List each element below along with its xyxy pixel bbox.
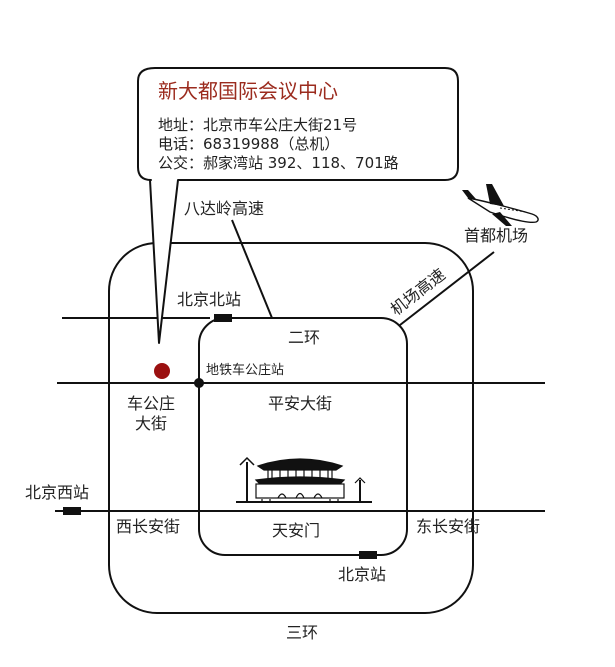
label-pinganli-street: 平安大街 bbox=[268, 394, 332, 413]
label-west-changan-street: 西长安街 bbox=[116, 517, 180, 536]
label-east-changan-street: 东长安街 bbox=[416, 517, 480, 536]
callout-bus: 公交：郝家湾站 392、118、701路 bbox=[158, 154, 399, 172]
label-capital-airport: 首都机场 bbox=[464, 226, 528, 245]
airplane-icon bbox=[462, 184, 539, 226]
label-beijing-station: 北京站 bbox=[338, 565, 386, 584]
airport-expressway-road bbox=[399, 251, 495, 326]
label-third-ring: 三环 bbox=[286, 623, 318, 642]
callout-bubble bbox=[137, 67, 459, 344]
subway-station-dot bbox=[194, 378, 204, 388]
label-chegongzhuang-street-line1: 车公庄 bbox=[127, 394, 175, 413]
third-ring-road bbox=[108, 242, 474, 614]
beijing-north-station-marker bbox=[214, 314, 232, 322]
second-ring-road bbox=[198, 317, 408, 556]
location-marker-icon bbox=[154, 363, 170, 379]
callout-title: 新大都国际会议中心 bbox=[158, 79, 338, 103]
label-tiananmen: 天安门 bbox=[272, 521, 320, 540]
label-beijing-west-station: 北京西站 bbox=[25, 483, 89, 502]
label-second-ring: 二环 bbox=[288, 328, 320, 347]
callout-address: 地址：北京市车公庄大街21号 bbox=[158, 116, 357, 134]
tiananmen-gate-icon bbox=[236, 456, 372, 503]
label-subway-chegongzhuang: 地铁车公庄站 bbox=[206, 362, 284, 378]
badaling-expressway-road bbox=[231, 219, 273, 319]
label-chegongzhuang-street-line2: 大街 bbox=[135, 414, 167, 433]
label-beijing-north-station: 北京北站 bbox=[177, 290, 241, 309]
beijing-station-marker bbox=[359, 551, 377, 559]
beijing-west-station-marker bbox=[63, 507, 81, 515]
label-badaling-expressway: 八达岭高速 bbox=[184, 199, 264, 218]
callout-phone: 电话：68319988（总机） bbox=[158, 135, 339, 153]
